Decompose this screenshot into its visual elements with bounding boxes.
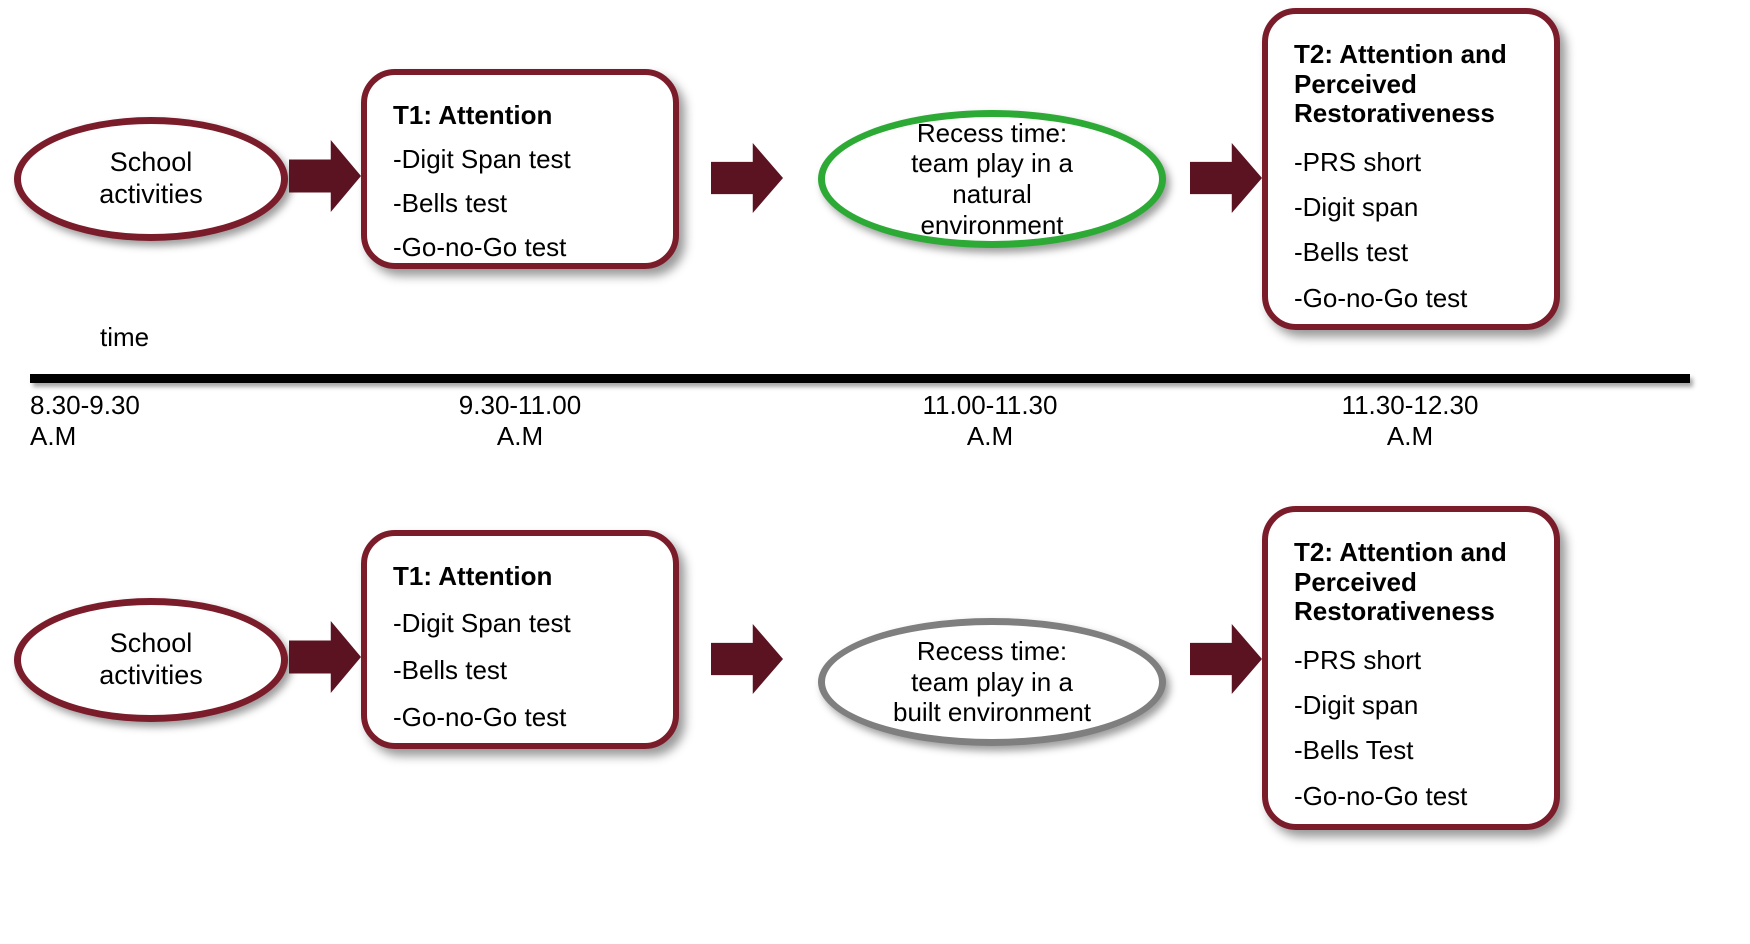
timeline-label-2: 9.30-11.00 A.M	[410, 390, 630, 452]
box-list-item: -Go-no-Go test	[393, 702, 567, 733]
node-line: Recess time:	[916, 117, 1068, 148]
node-label: School activities	[89, 628, 213, 692]
node-t1-attention-top[interactable]: T1: Attention -Digit Span test -Bells te…	[361, 69, 679, 269]
node-t1-attention-bottom[interactable]: T1: Attention -Digit Span test -Bells te…	[361, 530, 679, 749]
timeline-label-period: A.M	[496, 421, 544, 452]
node-label: Recess time: team play in a built enviro…	[883, 636, 1101, 728]
timeline-label-period: A.M	[966, 421, 1014, 452]
node-line: natural	[952, 179, 1032, 209]
node-label: Recess time: team play in a natural envi…	[901, 118, 1083, 241]
box-list-item: -Go-no-Go test	[1294, 780, 1468, 811]
box-list-item: -Digit span	[1294, 690, 1419, 721]
arrow-right-icon-top-3	[1190, 143, 1262, 213]
box-list-item: -Go-no-Go test	[393, 232, 567, 263]
node-label: School activities	[89, 147, 213, 211]
node-line: team play in a	[911, 148, 1073, 179]
node-school-activities-top[interactable]: School activities	[14, 117, 288, 241]
box-list-item: -Bells test	[393, 654, 508, 685]
node-school-activities-bottom[interactable]: School activities	[14, 598, 288, 722]
node-line: built environment	[893, 697, 1091, 728]
box-list-item: -PRS short	[1294, 146, 1422, 177]
arrow-right-icon-bottom-1	[289, 621, 361, 693]
box-title: T1: Attention	[393, 561, 553, 591]
box-item-list: -PRS short -Digit span -Bells test -Go-n…	[1294, 135, 1532, 312]
timeline-label-range: 9.30-11.00	[458, 390, 582, 420]
timeline-label-3: 11.00-11.30 A.M	[880, 390, 1100, 452]
arrow-right-icon-top-1	[289, 140, 361, 212]
box-list-item: -Bells Test	[1294, 735, 1414, 766]
arrow-right-icon-bottom-3	[1190, 624, 1262, 694]
box-list-item: -Digit span	[1294, 192, 1419, 223]
node-line: School	[109, 628, 193, 659]
timeline-label-range: 11.00-11.30	[922, 390, 1058, 420]
box-item-list: -Digit Span test -Bells test -Go-no-Go t…	[393, 137, 651, 262]
box-list-item: -Bells test	[393, 187, 508, 218]
node-line: School	[109, 147, 193, 178]
box-list-item: -Bells test	[1294, 237, 1409, 268]
timeline-label-period: A.M	[1386, 421, 1434, 452]
box-title: T1: Attention	[393, 100, 553, 130]
node-recess-natural[interactable]: Recess time: team play in a natural envi…	[818, 110, 1166, 248]
box-list-item: -Go-no-Go test	[1294, 282, 1468, 313]
node-line: team play in a	[911, 666, 1073, 697]
box-title: T2: Attention and Perceived Restorativen…	[1294, 537, 1507, 627]
node-line: activities	[99, 179, 203, 209]
timeline-label-4: 11.30-12.30 A.M	[1300, 390, 1520, 452]
timeline-label-range: 11.30-12.30	[1341, 390, 1479, 420]
timeline-caption: time	[100, 322, 150, 352]
box-list-item: -Digit Span test	[393, 143, 571, 174]
box-item-list: -PRS short -Digit span -Bells Test -Go-n…	[1294, 633, 1532, 810]
node-recess-built[interactable]: Recess time: team play in a built enviro…	[818, 618, 1166, 746]
timeline-label-1: 8.30-9.30 A.M	[30, 390, 200, 452]
box-list-item: -PRS short	[1294, 644, 1422, 675]
box-item-list: -Digit Span test -Bells test -Go-no-Go t…	[393, 598, 651, 732]
node-line: activities	[99, 660, 203, 690]
box-list-item: -Digit Span test	[393, 607, 571, 638]
node-line: Recess time:	[916, 635, 1068, 666]
box-title: T2: Attention and Perceived Restorativen…	[1294, 39, 1507, 129]
node-line: environment	[920, 209, 1064, 240]
node-t2-attention-top[interactable]: T2: Attention and Perceived Restorativen…	[1262, 8, 1560, 330]
node-t2-attention-bottom[interactable]: T2: Attention and Perceived Restorativen…	[1262, 506, 1560, 830]
timeline-label-range: 8.30-9.30	[30, 390, 140, 420]
timeline-axis	[30, 374, 1690, 383]
timeline-label-period: A.M	[30, 421, 77, 452]
arrow-right-icon-bottom-2	[711, 624, 783, 694]
arrow-right-icon-top-2	[711, 143, 783, 213]
